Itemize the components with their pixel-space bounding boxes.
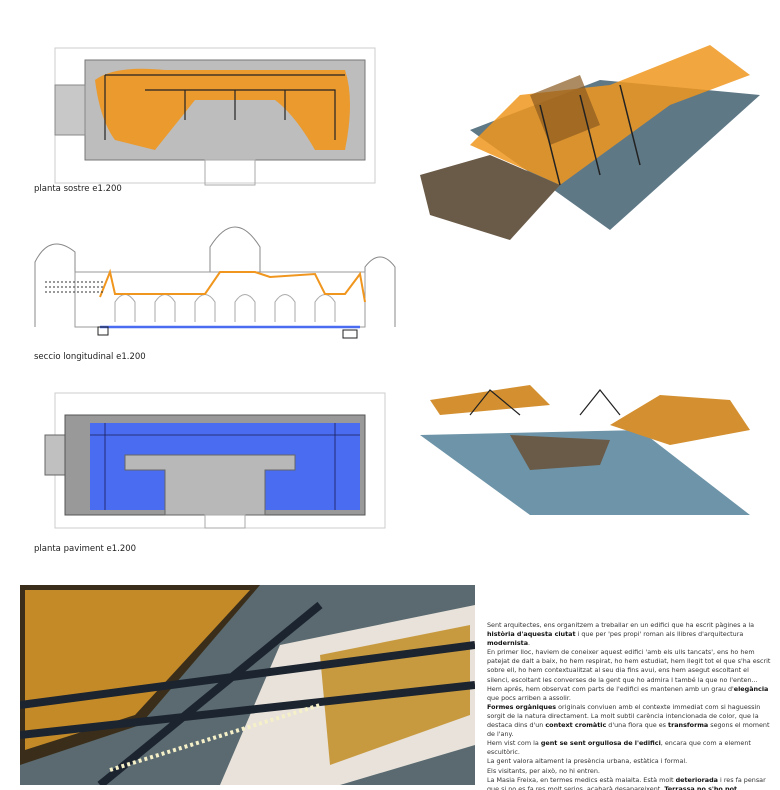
emphasis-text: context cromàtic xyxy=(545,721,607,730)
paragraph-text: . xyxy=(528,639,531,648)
paragraph-text: Els visitants, per això, no hi entren. xyxy=(487,766,600,775)
description-paragraph: Sent arquitectes, ens organitzem a treba… xyxy=(487,621,772,648)
paragraph-text: i que per 'pes propi' roman als llibres … xyxy=(575,630,744,639)
paragraph-text: i res fa pensar que si no es fa res molt… xyxy=(487,775,766,790)
axonometric-view-side xyxy=(420,385,750,515)
paragraph-text: En primer lloc, haviem de coneixer aques… xyxy=(487,648,771,684)
section-caption: seccio longitudinal e1.200 xyxy=(34,352,146,362)
longitudinal-section-drawing xyxy=(34,226,396,339)
paragraph-text: Sent arquitectes, ens organitzem a treba… xyxy=(487,621,755,629)
paragraph-text: La Masia Freixa, en termes medics està m… xyxy=(487,775,676,784)
paragraph-text: , encara que com a element escultòric. xyxy=(487,739,751,757)
roof-plan-drawing xyxy=(54,47,376,186)
axonometric-view-exploded xyxy=(420,45,760,240)
emphasis-text: Terrassa no s'ho pot permetre. xyxy=(664,784,738,790)
floor-plan-caption: planta paviment e1.200 xyxy=(34,544,137,554)
description-paragraph: La Masia Freixa, en termes medics està m… xyxy=(487,776,772,790)
paragraph-text: segons el moment de l'any. xyxy=(487,721,770,739)
interior-roof-render xyxy=(20,585,475,785)
description-paragraph: En primer lloc, haviem de coneixer aques… xyxy=(487,648,772,684)
description-paragraph: La gent valora altament la presència urb… xyxy=(487,757,772,766)
paragraph-text: que pocs arriben a assolir. xyxy=(487,693,571,702)
emphasis-text: història d'aquesta ciutat xyxy=(487,630,576,639)
paragraph-text: d'una flora que es xyxy=(606,721,669,730)
floor-plan-drawing xyxy=(44,392,386,529)
emphasis-text: modernista xyxy=(487,639,529,648)
emphasis-text: gent se sent orgullosa de l'edifici xyxy=(540,739,661,748)
roof-plan-caption: planta sostre e1.200 xyxy=(34,184,122,194)
emphasis-text: elegància xyxy=(733,684,769,693)
emphasis-text: transforma xyxy=(668,721,709,730)
paragraph-text: La gent valora altament la presència urb… xyxy=(487,757,688,766)
description-paragraph: Hem vist com la gent se sent orgullosa d… xyxy=(487,739,772,757)
paragraph-text: Hem vist com la xyxy=(487,739,541,748)
emphasis-text: Formes orgàniques xyxy=(487,702,557,711)
description-paragraph: Els visitants, per això, no hi entren. xyxy=(487,767,772,776)
project-description: Sent arquitectes, ens organitzem a treba… xyxy=(487,621,772,790)
emphasis-text: deteriorada xyxy=(675,775,718,784)
description-paragraph: Formes orgàniques originals conviuen amb… xyxy=(487,703,772,739)
paragraph-text: originals conviuen amb el contexte immed… xyxy=(487,702,761,730)
description-paragraph: Hem aprés, hem observat com parts de l'e… xyxy=(487,685,772,703)
paragraph-text: Hem aprés, hem observat com parts de l'e… xyxy=(487,684,734,693)
